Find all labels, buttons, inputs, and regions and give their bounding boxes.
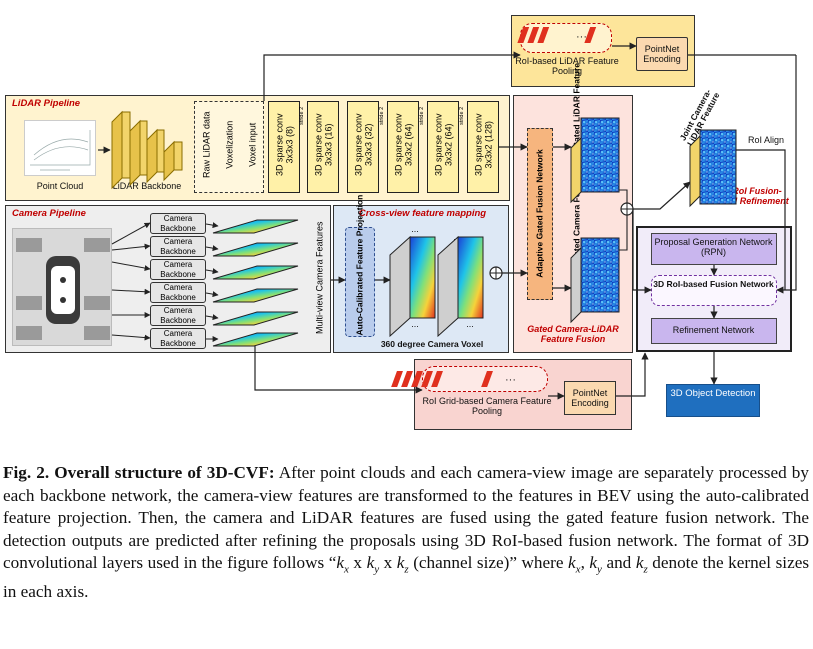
point-cloud-sketch xyxy=(30,130,91,171)
kz: kz xyxy=(396,553,409,576)
camera-backbone-2: Camera Backbone xyxy=(150,236,206,257)
conv-layer-6 xyxy=(467,101,499,193)
camera-pipeline-title: Camera Pipeline xyxy=(12,208,86,219)
kx: kx xyxy=(336,553,349,576)
pointnet-encoding-top: PointNet Encoding xyxy=(636,37,688,71)
cross-view-title: Cross-view feature mapping xyxy=(358,208,487,219)
point-cloud-label: Point Cloud xyxy=(36,181,84,191)
svg-text:···: ··· xyxy=(576,31,587,43)
gated-lidar-feature xyxy=(570,117,620,204)
voxel-dots-right: ... xyxy=(466,319,474,329)
ky: ky xyxy=(366,553,380,576)
conv-layer-3 xyxy=(347,101,379,193)
caption-text-2: (channel size)” where xyxy=(408,553,569,573)
voxel-input-group xyxy=(194,101,264,193)
camera-backbone-3: Camera Backbone xyxy=(150,259,206,280)
lidar-backbone-label: LiDAR Backbone xyxy=(112,181,182,191)
pointnet-encoding-bottom: PointNet Encoding xyxy=(564,381,616,415)
conv-layer-1 xyxy=(268,101,300,193)
conv-layer-5 xyxy=(427,101,459,193)
voxel-dots-top: ... xyxy=(411,224,419,234)
lidar-pipeline-title: LiDAR Pipeline xyxy=(12,98,81,109)
auto-calibrated-box xyxy=(345,227,375,337)
roi-align-label: RoI Align xyxy=(747,135,785,145)
caption-text-3: denote the kernel sizes in each axis. xyxy=(3,553,810,602)
camera-backbone-5: Camera Backbone xyxy=(150,305,206,326)
refinement-net-box: Refinement Network xyxy=(651,318,777,344)
figure: RoI-based LiDAR Feature Pooling PointNet… xyxy=(5,15,797,430)
adaptive-gated-box xyxy=(527,128,553,300)
camera-rig-sketch xyxy=(16,238,110,340)
rpn-box: Proposal Generation Network (RPN) xyxy=(651,233,777,265)
camera-backbone-6: Camera Backbone xyxy=(150,328,206,349)
caption-text-1: After point clouds and each camera-view … xyxy=(3,463,809,573)
camera-voxel-slabs xyxy=(389,235,484,338)
figure-graphics: ··· ··· xyxy=(16,27,797,400)
voxel-dots-bottom: ... xyxy=(411,319,419,329)
camera-voxel-label: 360 degree Camera Voxel xyxy=(380,339,484,349)
lidar-roi-bars xyxy=(517,27,597,43)
grid-roi-bars xyxy=(391,371,493,387)
joint-feature xyxy=(689,129,737,208)
roi-grid-label: RoI Grid-based Camera Feature Pooling xyxy=(422,396,552,416)
multiview-feature-maps xyxy=(212,219,299,347)
svg-text:···: ··· xyxy=(505,374,516,386)
figure-caption: Fig. 2. Overall structure of 3D-CVF: Aft… xyxy=(3,463,810,602)
conv-layer-4 xyxy=(387,101,419,193)
conv-layer-2 xyxy=(307,101,339,193)
camera-backbone-1: Camera Backbone xyxy=(150,213,206,234)
gated-fusion-title: Gated Camera-LiDAR Feature Fusion xyxy=(527,324,619,344)
gated-camera-feature xyxy=(570,237,620,324)
caption-heading: Fig. 2. Overall structure of 3D-CVF: xyxy=(3,463,275,482)
point-cloud-image xyxy=(24,120,96,176)
lidar-backbone-blocks xyxy=(111,110,183,190)
roi-fusion-net-box: 3D RoI-based Fusion Network xyxy=(651,275,777,306)
roi-fusion-title: 3D RoI Fusion-based Refinement xyxy=(711,186,789,206)
roi-lidar-pooling-label: RoI-based LiDAR Feature Pooling xyxy=(515,56,619,76)
